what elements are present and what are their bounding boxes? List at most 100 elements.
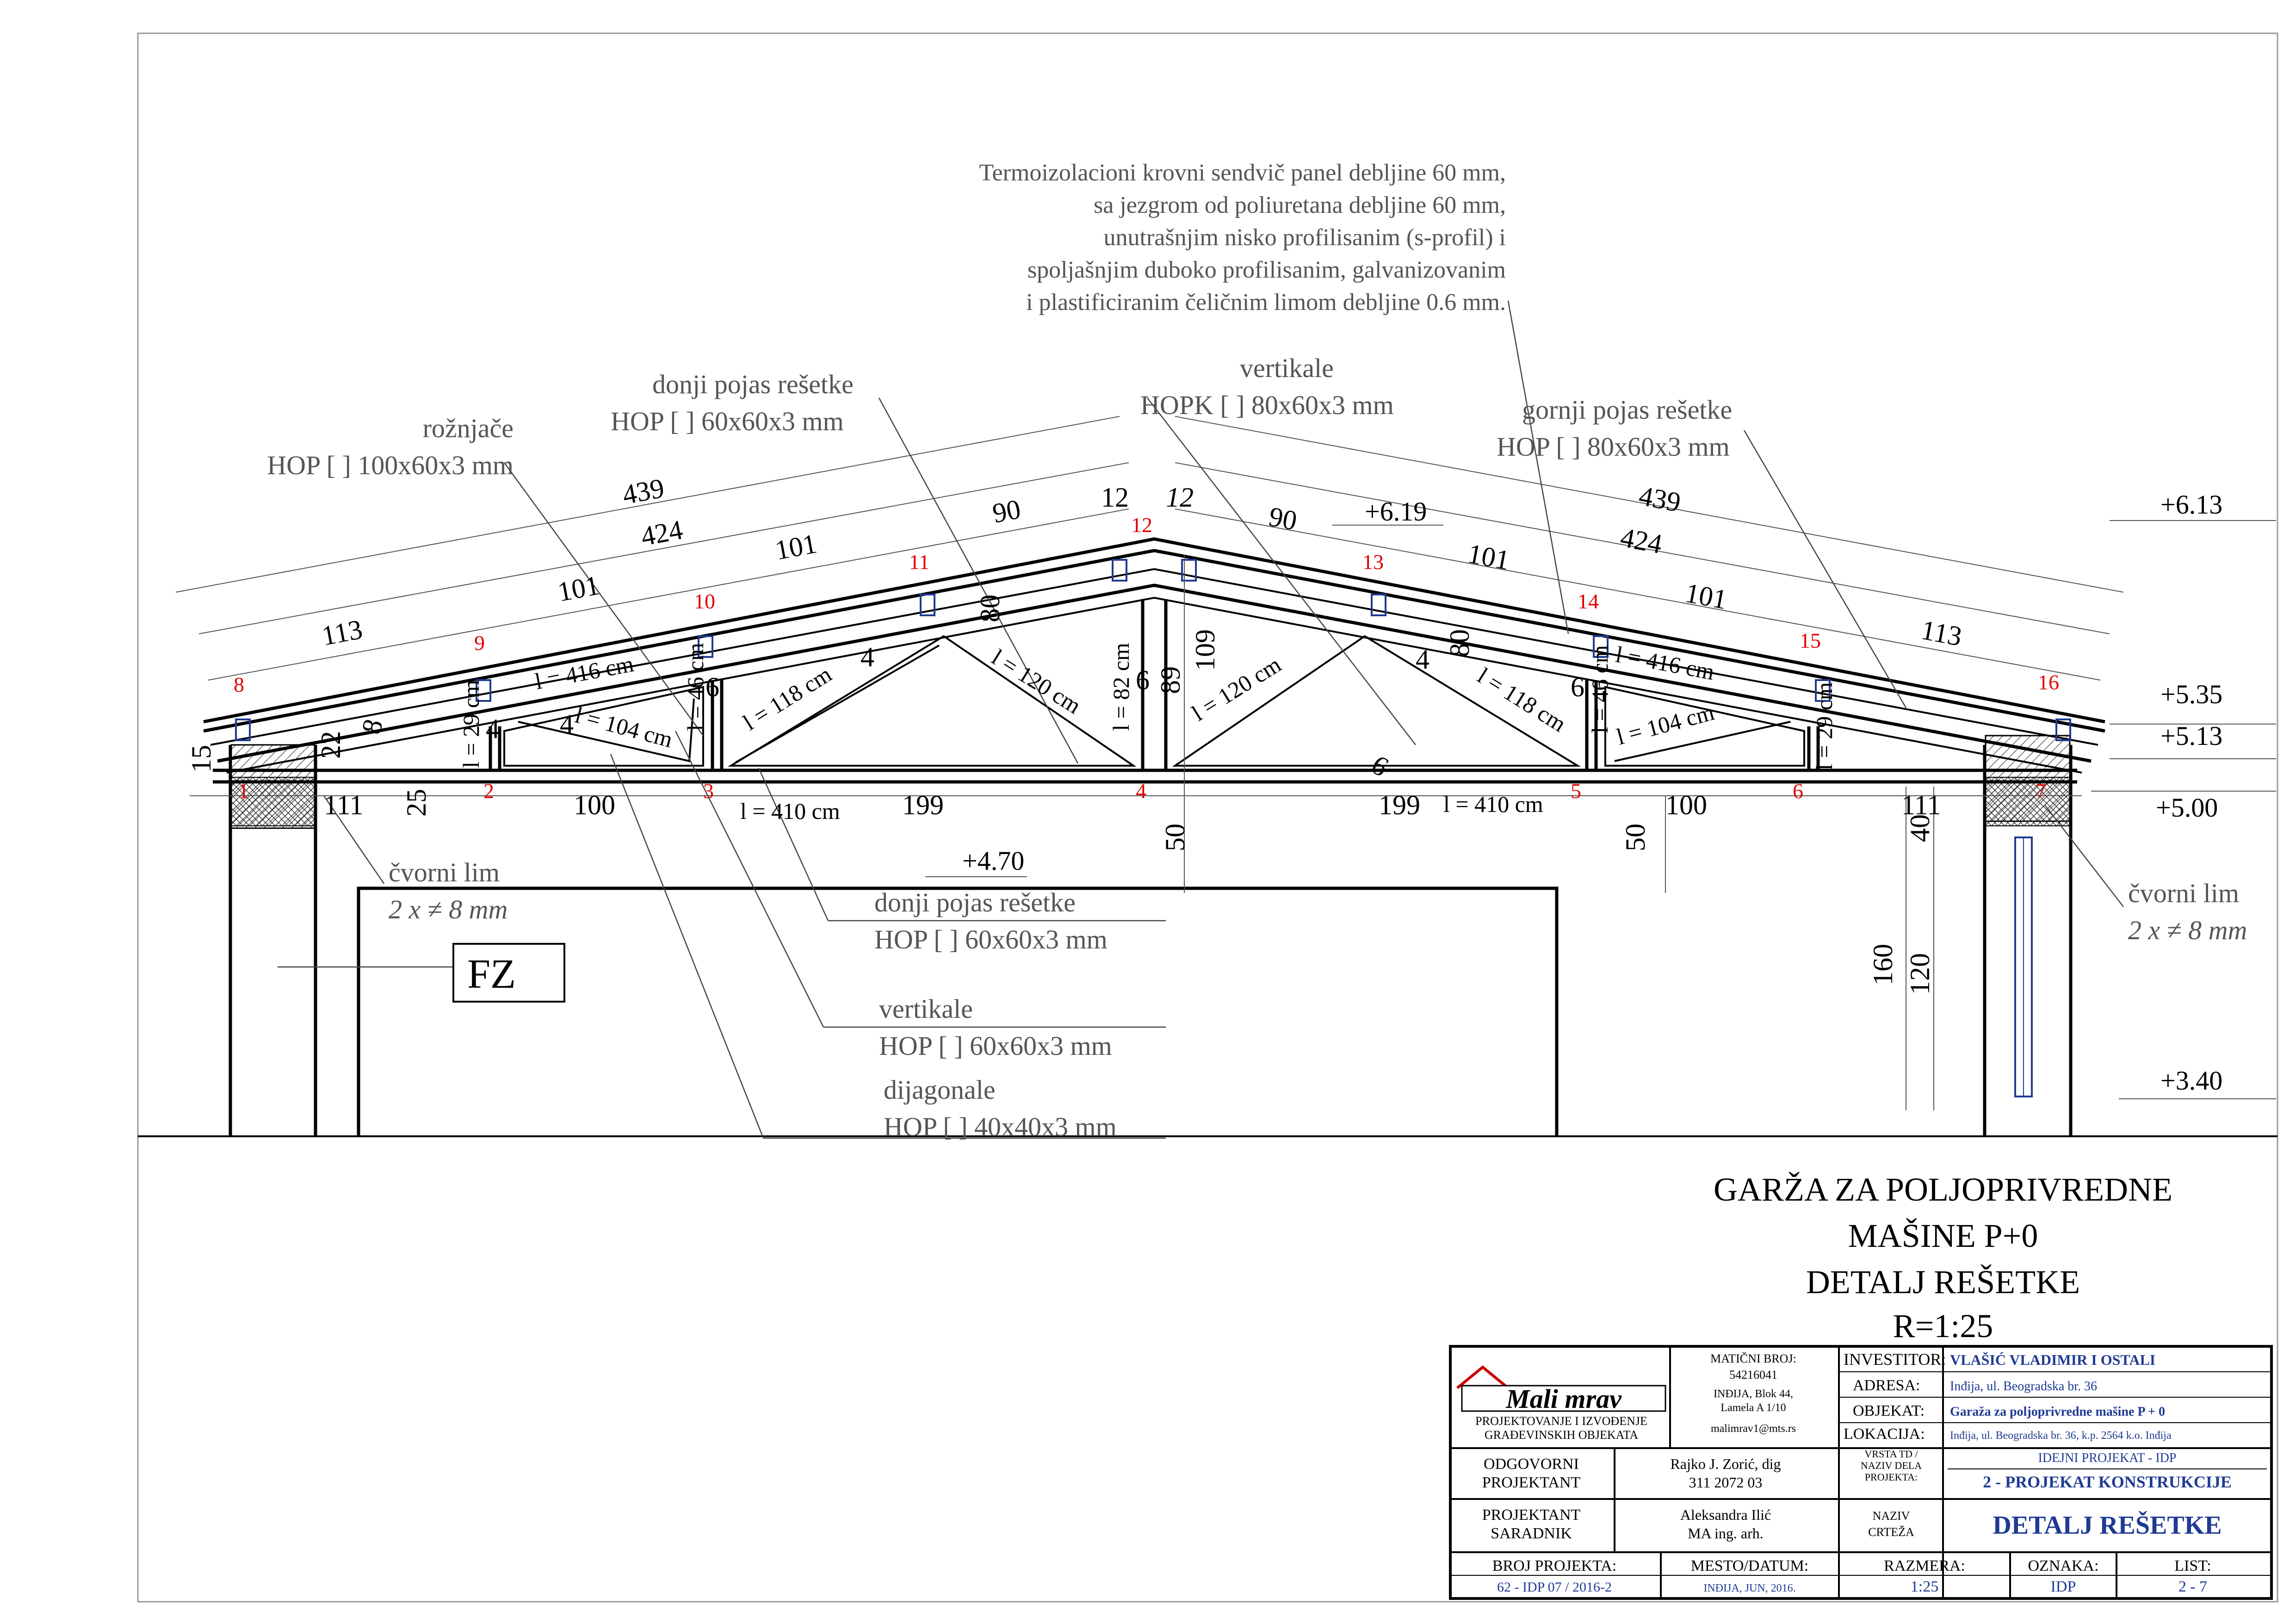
svg-text:439: 439 bbox=[620, 472, 667, 510]
sloped-dimensions: 439 424 113 101 101 90 12 12 90 101 101 … bbox=[319, 472, 1964, 652]
note-gornji: gornji pojas rešetke HOP [ ] 80x60x3 mm bbox=[1497, 395, 1732, 462]
drawing-title: GARŽA ZA POLJOPRIVREDNE MAŠINE P+0 DETAL… bbox=[1714, 1171, 2172, 1344]
sheet-border bbox=[137, 32, 2278, 1603]
svg-text:6: 6 bbox=[1793, 779, 1803, 803]
svg-text:15: 15 bbox=[186, 745, 217, 773]
truss-diagonals bbox=[503, 635, 1805, 767]
svg-text:DETALJ REŠETKE: DETALJ REŠETKE bbox=[1993, 1511, 2222, 1540]
svg-text:12: 12 bbox=[1101, 482, 1129, 513]
svg-text:GARŽA ZA POLJOPRIVREDNE: GARŽA ZA POLJOPRIVREDNE bbox=[1714, 1171, 2172, 1208]
svg-text:l = 104 cm: l = 104 cm bbox=[572, 702, 675, 753]
svg-text:13: 13 bbox=[1362, 550, 1384, 574]
svg-text:+3.40: +3.40 bbox=[2160, 1065, 2222, 1096]
svg-text:3: 3 bbox=[703, 779, 714, 803]
svg-text:PROJEKTOVANJE I IZVOĐENJE: PROJEKTOVANJE I IZVOĐENJE bbox=[1475, 1414, 1647, 1428]
svg-text:199: 199 bbox=[902, 790, 944, 820]
svg-text:199: 199 bbox=[1379, 790, 1420, 820]
svg-text:Aleksandra Ilić: Aleksandra Ilić bbox=[1680, 1506, 1771, 1523]
svg-text:l = 46 cm: l = 46 cm bbox=[682, 643, 708, 731]
svg-text:2 x ≠ 8 mm: 2 x ≠ 8 mm bbox=[2128, 915, 2247, 945]
svg-text:i plastificiranim čeličnim lim: i plastificiranim čeličnim limom debljin… bbox=[1026, 289, 1506, 316]
svg-text:Garaža za poljoprivredne mašin: Garaža za poljoprivredne mašine P + 0 bbox=[1950, 1405, 2165, 1419]
svg-text:9: 9 bbox=[474, 631, 485, 655]
svg-text:7: 7 bbox=[2036, 779, 2046, 803]
svg-text:+5.35: +5.35 bbox=[2160, 679, 2222, 709]
note-vertikale-bottom: vertikale HOP [ ] 60x60x3 mm bbox=[879, 994, 1112, 1061]
svg-text:90: 90 bbox=[1267, 501, 1300, 536]
svg-text:80: 80 bbox=[975, 595, 1005, 622]
svg-text:+6.13: +6.13 bbox=[2160, 489, 2222, 520]
svg-text:l = 410 cm: l = 410 cm bbox=[740, 798, 840, 824]
svg-text:sa jezgrom od poliuretana debl: sa jezgrom od poliuretana debljine 60 mm… bbox=[1094, 192, 1506, 218]
bottom-dimensions: 111 100 199 199 100 111 bbox=[324, 790, 1941, 820]
svg-text:2 x ≠ 8 mm: 2 x ≠ 8 mm bbox=[389, 894, 507, 924]
svg-text:4: 4 bbox=[1416, 644, 1430, 675]
note-roznjace: rožnjače HOP [ ] 100x60x3 mm bbox=[267, 413, 514, 480]
svg-text:malimrav1@mts.rs: malimrav1@mts.rs bbox=[1711, 1423, 1796, 1435]
svg-text:6: 6 bbox=[1136, 665, 1150, 695]
title-block: Mali mrav PROJEKTOVANJE I IZVOĐENJE GRAĐ… bbox=[1449, 1345, 2273, 1600]
svg-text:NAZIV DELA: NAZIV DELA bbox=[1861, 1460, 1922, 1471]
svg-text:RAZMERA:: RAZMERA: bbox=[1884, 1557, 1965, 1574]
svg-text:VLAŠIĆ VLADIMIR I OSTALI: VLAŠIĆ VLADIMIR I OSTALI bbox=[1950, 1351, 2155, 1368]
svg-text:16: 16 bbox=[2038, 670, 2059, 694]
svg-text:12: 12 bbox=[1131, 513, 1152, 537]
svg-text:LIST:: LIST: bbox=[2174, 1557, 2211, 1574]
svg-text:GRAĐEVINSKIH OBJEKATA: GRAĐEVINSKIH OBJEKATA bbox=[1485, 1428, 1639, 1442]
svg-text:+5.00: +5.00 bbox=[2156, 793, 2218, 823]
svg-text:NAZIV: NAZIV bbox=[1873, 1509, 1910, 1523]
svg-text:Termoizolacioni krovni sendvič: Termoizolacioni krovni sendvič panel deb… bbox=[979, 160, 1506, 186]
svg-text:HOP [ ] 80x60x3 mm: HOP [ ] 80x60x3 mm bbox=[1497, 432, 1730, 462]
svg-text:l = 46 cm: l = 46 cm bbox=[1587, 645, 1613, 733]
svg-text:MA ing. arh.: MA ing. arh. bbox=[1688, 1525, 1764, 1542]
svg-text:40: 40 bbox=[1905, 814, 1935, 842]
svg-text:dijagonale: dijagonale bbox=[884, 1075, 996, 1105]
right-wall bbox=[1983, 735, 2073, 1136]
svg-text:rožnjače: rožnjače bbox=[423, 413, 514, 443]
svg-text:l = 118 cm: l = 118 cm bbox=[738, 661, 836, 735]
svg-text:111: 111 bbox=[1901, 790, 1941, 820]
leader-lines bbox=[278, 300, 2124, 1139]
svg-text:gornji pojas rešetke: gornji pojas rešetke bbox=[1522, 395, 1732, 425]
svg-text:4: 4 bbox=[486, 713, 500, 744]
svg-text:donji pojas rešetke: donji pojas rešetke bbox=[652, 369, 854, 399]
svg-text:+4.70: +4.70 bbox=[962, 846, 1024, 876]
svg-text:100: 100 bbox=[1665, 790, 1707, 820]
svg-text:8: 8 bbox=[234, 673, 244, 696]
bottom-chord bbox=[213, 768, 2077, 784]
svg-text:PROJEKTA:: PROJEKTA: bbox=[1865, 1471, 1918, 1483]
top-chord bbox=[203, 537, 2105, 774]
svg-text:89: 89 bbox=[1155, 666, 1186, 694]
svg-text:6: 6 bbox=[1571, 672, 1584, 702]
svg-text:4: 4 bbox=[560, 709, 574, 739]
svg-text:INĐIJA, JUN, 2016.: INĐIJA, JUN, 2016. bbox=[1703, 1582, 1795, 1594]
svg-text:4: 4 bbox=[1136, 779, 1146, 803]
svg-text:l = 29 cm: l = 29 cm bbox=[1811, 682, 1837, 770]
svg-text:INĐIJA, Blok 44,: INĐIJA, Blok 44, bbox=[1714, 1388, 1793, 1400]
svg-text:1:25: 1:25 bbox=[1911, 1578, 1938, 1595]
svg-text:Rajko J. Zorić, dig: Rajko J. Zorić, dig bbox=[1670, 1456, 1781, 1472]
note-donji-top: donji pojas rešetke HOP [ ] 60x60x3 mm bbox=[611, 369, 854, 436]
svg-text:donji pojas rešetke: donji pojas rešetke bbox=[874, 887, 1076, 917]
svg-text:HOP [ ] 100x60x3 mm: HOP [ ] 100x60x3 mm bbox=[267, 450, 514, 480]
svg-text:SARADNIK: SARADNIK bbox=[1491, 1525, 1572, 1542]
svg-text:l = 120 cm: l = 120 cm bbox=[987, 644, 1086, 719]
note-dijagonale: dijagonale HOP [ ] 40x40x3 mm bbox=[884, 1075, 1117, 1142]
svg-text:+5.13: +5.13 bbox=[2160, 721, 2222, 751]
note-vertikale-top: vertikale HOPK [ ] 80x60x3 mm bbox=[1140, 353, 1394, 420]
svg-text:439: 439 bbox=[1637, 480, 1683, 518]
svg-text:160: 160 bbox=[1868, 944, 1898, 985]
vertical-dimensions: 25 15 22 8 89 109 50 50 40 160 120 6 6 6… bbox=[186, 595, 1935, 995]
svg-text:50: 50 bbox=[1160, 824, 1190, 851]
svg-text:DETALJ REŠETKE: DETALJ REŠETKE bbox=[1806, 1264, 2080, 1301]
svg-text:111: 111 bbox=[324, 790, 364, 820]
truss-verticals bbox=[489, 599, 1820, 770]
svg-text:90: 90 bbox=[990, 494, 1023, 529]
company-logo: Mali mrav bbox=[1505, 1384, 1622, 1414]
svg-text:IDEJNI PROJEKAT - IDP: IDEJNI PROJEKAT - IDP bbox=[2038, 1451, 2177, 1465]
svg-text:424: 424 bbox=[638, 514, 685, 551]
svg-text:12: 12 bbox=[1166, 482, 1194, 513]
svg-text:l = 410 cm: l = 410 cm bbox=[1443, 791, 1543, 817]
svg-text:11: 11 bbox=[909, 550, 929, 574]
